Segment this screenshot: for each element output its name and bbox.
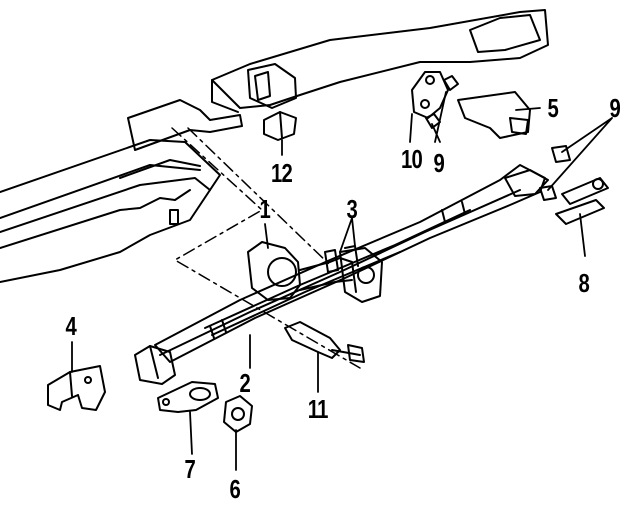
leaf-spring	[154, 164, 549, 363]
callout-9-left: 9	[433, 148, 444, 178]
callout-12: 12	[270, 158, 293, 188]
callout-1: 1	[259, 194, 270, 224]
callout-7: 7	[184, 454, 195, 484]
callout-8: 8	[578, 268, 589, 298]
lower-frame-rail	[0, 99, 243, 283]
spring-bushing	[223, 395, 253, 433]
spring-bracket	[47, 365, 106, 411]
rear-hanger-bracket	[457, 91, 531, 139]
callout-3: 3	[346, 194, 357, 224]
front-eye-bushing	[134, 345, 176, 385]
leader-lines	[171, 127, 361, 369]
callout-9-right: 9	[609, 93, 620, 123]
upper-frame-rail	[211, 9, 549, 113]
callout-11: 11	[307, 394, 329, 424]
callout-6: 6	[229, 474, 240, 504]
callout-5: 5	[547, 93, 558, 123]
spring-shackle	[555, 177, 609, 225]
callout-leaders	[71, 91, 613, 471]
eye-plate	[157, 381, 219, 413]
bolts	[425, 75, 571, 201]
axle-housing	[247, 241, 383, 303]
callout-2: 2	[239, 368, 250, 398]
jounce-bumper	[263, 111, 297, 141]
shock-absorber	[284, 321, 365, 363]
callout-10: 10	[400, 144, 423, 174]
callout-4: 4	[65, 311, 76, 341]
